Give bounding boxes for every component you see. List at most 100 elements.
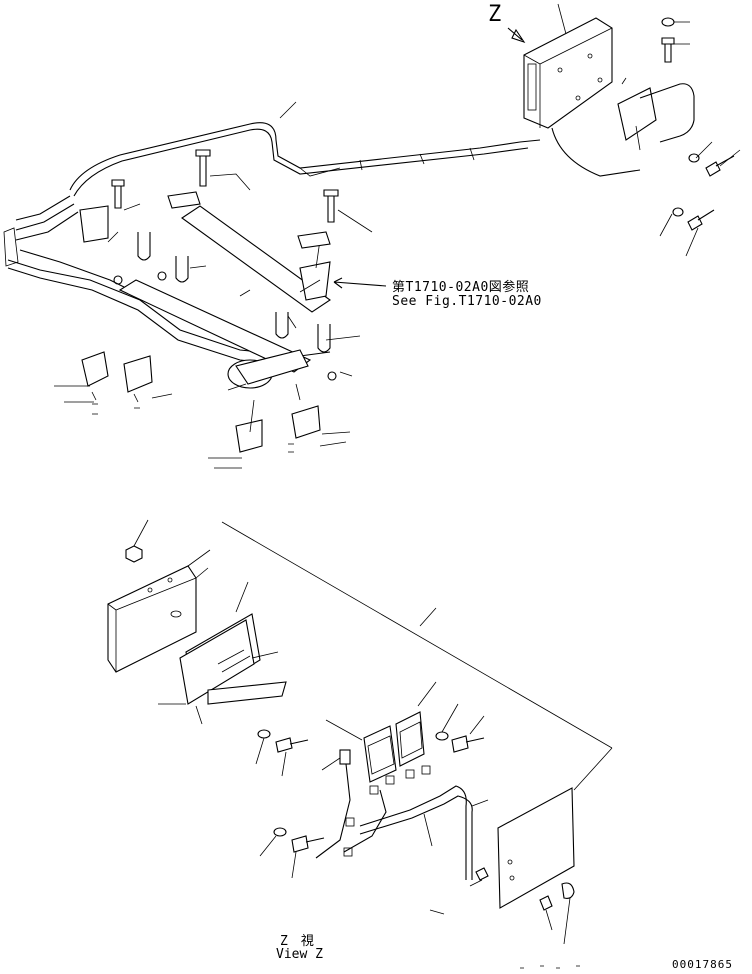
bolt bbox=[323, 189, 339, 223]
reference-note-en: See Fig.T1710-02A0 bbox=[392, 294, 542, 309]
relay-unit bbox=[395, 711, 425, 767]
cover-panel bbox=[497, 787, 575, 909]
leader-line bbox=[54, 383, 351, 469]
harness-clamp bbox=[299, 147, 475, 177]
washer bbox=[688, 153, 700, 163]
controller-screw bbox=[587, 53, 593, 59]
hose-fitting bbox=[3, 227, 19, 267]
controller-bracket bbox=[617, 87, 657, 141]
leader-line bbox=[107, 173, 373, 391]
small-clip bbox=[475, 867, 489, 881]
leader-line bbox=[133, 519, 149, 547]
bolt bbox=[291, 835, 325, 853]
u-bolt bbox=[175, 256, 189, 283]
leader-line bbox=[255, 737, 287, 777]
tick-marks bbox=[520, 965, 580, 969]
nut bbox=[327, 371, 337, 381]
terminal bbox=[405, 769, 415, 779]
bracket-plate bbox=[79, 205, 109, 243]
leader-line bbox=[321, 757, 341, 771]
relay-face bbox=[399, 721, 423, 759]
controller-box bbox=[523, 17, 613, 129]
controller-box-edges bbox=[523, 27, 613, 128]
leader-line bbox=[429, 879, 571, 945]
hardware-stack bbox=[91, 391, 294, 469]
view-label-jp: Z 視 bbox=[280, 934, 314, 949]
leader-line bbox=[158, 581, 279, 725]
bolt bbox=[661, 37, 675, 63]
leader-line bbox=[557, 3, 567, 35]
leader-line bbox=[621, 21, 741, 257]
bolt bbox=[687, 209, 715, 231]
mounting-bracket bbox=[291, 405, 321, 439]
document-number: 00017865 bbox=[672, 958, 733, 971]
grommet bbox=[561, 882, 575, 899]
frame-rail bbox=[118, 279, 312, 373]
view-z-marker: Z bbox=[488, 2, 502, 27]
controller-screw bbox=[597, 77, 603, 83]
wire-lead bbox=[315, 763, 387, 859]
controller-screw bbox=[557, 67, 563, 73]
grommet bbox=[539, 895, 553, 911]
harness-lead bbox=[359, 795, 473, 880]
hose-bundle bbox=[15, 195, 79, 241]
bolt bbox=[111, 179, 125, 209]
leader-line bbox=[325, 681, 437, 741]
terminal bbox=[369, 785, 379, 795]
bracket-stacks bbox=[54, 351, 351, 469]
nut bbox=[157, 271, 167, 281]
mounting-plate bbox=[299, 261, 331, 301]
controller-connector bbox=[527, 63, 537, 111]
reference-arrow bbox=[333, 277, 387, 289]
u-bolt bbox=[275, 312, 289, 339]
wire-harness bbox=[3, 101, 541, 367]
view-direction-arrow bbox=[507, 27, 526, 44]
terminal bbox=[345, 817, 355, 827]
clamp-clip bbox=[167, 191, 201, 209]
view-z-assembly bbox=[107, 519, 613, 969]
washer bbox=[435, 731, 449, 741]
leader-line bbox=[221, 521, 613, 791]
nut bbox=[113, 275, 123, 285]
leader-line bbox=[423, 799, 489, 847]
clamp-clip bbox=[297, 231, 331, 249]
relay-face bbox=[367, 735, 395, 775]
hose-line bbox=[7, 267, 301, 367]
mounting-bracket bbox=[123, 355, 153, 393]
controller-screw bbox=[575, 95, 581, 101]
bolt bbox=[451, 735, 485, 753]
leader-line bbox=[279, 101, 297, 119]
bolt bbox=[195, 149, 211, 187]
harness-cable bbox=[69, 122, 541, 191]
panel-hole bbox=[509, 875, 515, 881]
leader-line bbox=[441, 703, 485, 735]
terminal bbox=[421, 765, 431, 775]
relay-unit bbox=[363, 725, 397, 783]
washer bbox=[257, 729, 271, 739]
boom-frame bbox=[79, 149, 387, 391]
plate-slot bbox=[217, 649, 251, 673]
mounting-box-edges bbox=[107, 577, 197, 672]
leader-line bbox=[259, 835, 297, 879]
harness-lead bbox=[359, 785, 467, 880]
mounting-bracket bbox=[81, 351, 109, 387]
washer bbox=[661, 17, 675, 27]
boom-beam bbox=[181, 205, 331, 313]
u-bolt bbox=[317, 324, 331, 353]
box-hole bbox=[167, 577, 173, 583]
cylinder-body bbox=[235, 349, 309, 385]
bolt bbox=[275, 737, 309, 753]
washer bbox=[273, 827, 287, 837]
cover-plate bbox=[179, 619, 255, 705]
reference-note-jp: 第T1710-02A0図参照 bbox=[392, 280, 530, 295]
connector bbox=[339, 749, 351, 765]
connecting-harness bbox=[551, 127, 641, 177]
box-hole bbox=[147, 587, 153, 593]
view-label-en: View Z bbox=[276, 947, 323, 962]
nut bbox=[125, 545, 143, 563]
controller-assembly bbox=[507, 3, 741, 257]
box-hole bbox=[170, 610, 182, 618]
panel-hole bbox=[507, 859, 513, 865]
